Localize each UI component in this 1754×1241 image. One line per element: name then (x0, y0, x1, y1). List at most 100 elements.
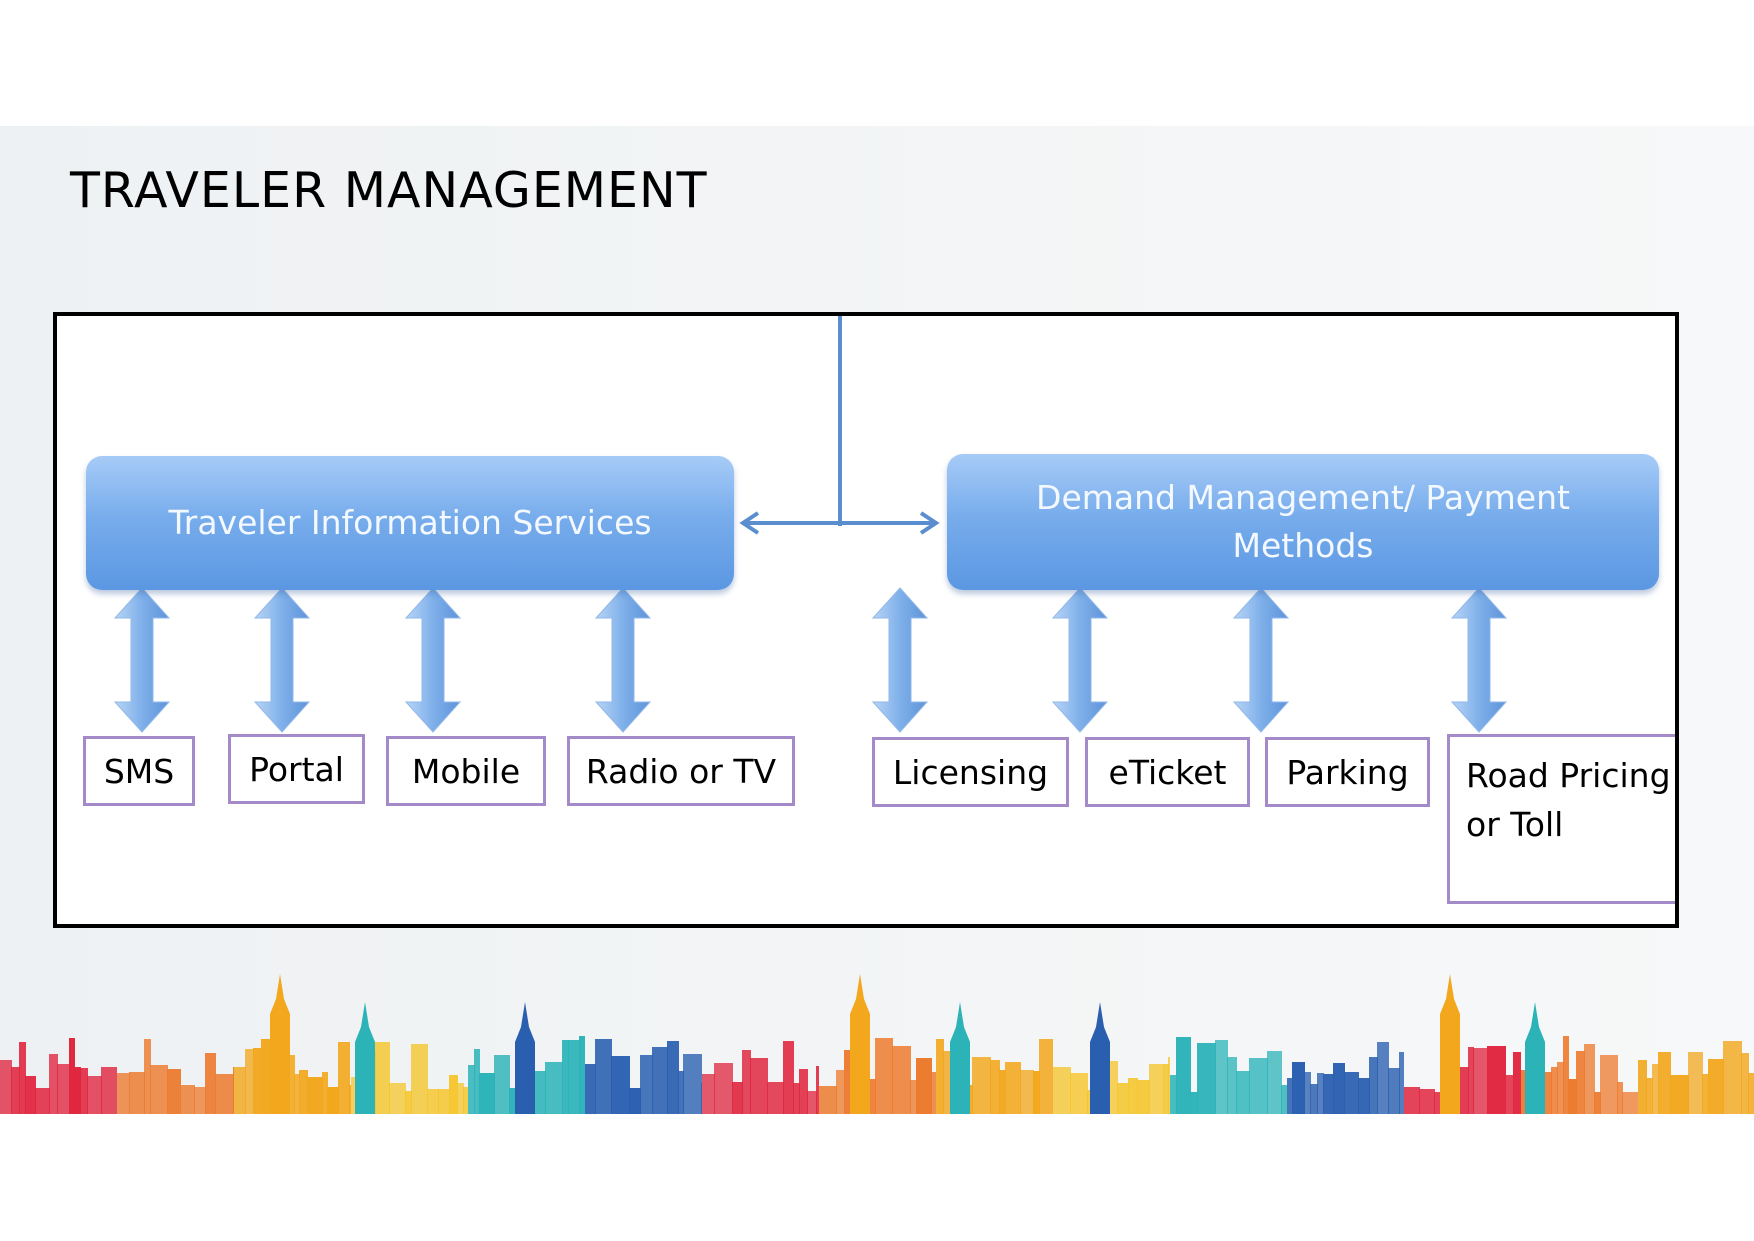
skyline-building (534, 1071, 546, 1114)
skyline-building (327, 1087, 339, 1114)
skyline-building (449, 1075, 458, 1114)
skyline-building (1658, 1052, 1671, 1114)
skyline-building (1419, 1089, 1435, 1114)
skyline-building (819, 1086, 837, 1114)
skyline-building (1563, 1036, 1569, 1114)
traveler-information-services-box: Traveler Information Services (86, 456, 734, 590)
skyline-building (474, 1049, 480, 1114)
skyline-building (1249, 1058, 1268, 1114)
skyline-building (1600, 1055, 1618, 1114)
leaf-portal: Portal (228, 734, 365, 804)
skyline-building (999, 1070, 1006, 1114)
skyline-building (411, 1044, 428, 1114)
skyline-building (892, 1046, 911, 1114)
skyline-building (1369, 1057, 1378, 1114)
double-arrow-radio-or-tv (594, 587, 652, 733)
leaf-radio-or-tv: Radio or TV (567, 736, 795, 806)
skyline-building (611, 1056, 630, 1114)
left-arrowhead (739, 511, 760, 535)
skyline-building (1702, 1074, 1709, 1114)
skyline-building (80, 1068, 88, 1114)
skyline-building (1236, 1071, 1250, 1114)
skyline-building (294, 1074, 300, 1114)
skyline-building (1487, 1046, 1506, 1114)
slide: TRAVELER MANAGEMENT Traveler Information… (0, 126, 1754, 1114)
skyline-building (629, 1088, 641, 1114)
leaf-eticket: eTicket (1085, 737, 1250, 807)
skyline-building (1688, 1052, 1703, 1114)
skyline-building (427, 1089, 439, 1114)
skyline-building (338, 1042, 350, 1114)
skyline-building (562, 1040, 569, 1114)
skyline-building (194, 1087, 206, 1114)
skyline-building (375, 1042, 390, 1114)
skyline-building (1584, 1044, 1595, 1114)
skyline-building (468, 1065, 475, 1114)
skyline-building (1646, 1078, 1653, 1114)
skyline-building (1505, 1075, 1514, 1114)
skyline-building (1638, 1060, 1647, 1114)
skyline-building (509, 1088, 520, 1114)
skyline-building (1005, 1062, 1021, 1114)
skyline-building (1723, 1041, 1742, 1114)
skyline-building (299, 1070, 308, 1114)
skyline-building (714, 1063, 733, 1114)
skyline-building (1168, 1057, 1170, 1114)
skyline-building (750, 1058, 768, 1114)
skyline-building (150, 1065, 168, 1114)
skyline-building (1652, 1064, 1659, 1114)
skyline-building (1317, 1073, 1324, 1114)
skyline-building (807, 1091, 817, 1114)
skyline-building (1388, 1068, 1400, 1114)
skyline-tower (515, 1002, 535, 1114)
skyline-building (1568, 1079, 1577, 1114)
skyline-building (1741, 1053, 1749, 1114)
skyline-building (74, 1067, 81, 1114)
skyline-building (844, 1050, 851, 1114)
skyline-building (215, 1074, 234, 1114)
skyline-building (0, 1060, 12, 1114)
skyline-building (816, 1066, 819, 1114)
skyline-building (101, 1067, 117, 1114)
skyline-building (1190, 1092, 1198, 1114)
skyline-building (701, 1083, 702, 1114)
skyline-building (35, 1088, 50, 1114)
skyline-tower (1090, 1002, 1110, 1114)
skyline-building (117, 1073, 130, 1114)
skyline-building (389, 1083, 406, 1114)
skyline-tower (270, 974, 290, 1114)
skyline-building (910, 1080, 917, 1114)
skyline-building (494, 1055, 510, 1114)
skyline-building (1039, 1039, 1053, 1114)
skyline-building (1333, 1063, 1345, 1114)
skyline-building (1149, 1064, 1164, 1114)
skyline-building (1215, 1040, 1228, 1114)
skyline-building (732, 1082, 743, 1114)
skyline-building (931, 1072, 936, 1114)
skyline-building (799, 1069, 808, 1114)
leaf-licensing: Licensing (872, 737, 1069, 807)
skyline-building (936, 1039, 944, 1114)
skyline-building (1473, 1048, 1488, 1114)
skyline-building (1070, 1073, 1088, 1114)
skyline-building (836, 1070, 845, 1114)
skyline-building (307, 1077, 323, 1114)
right-arrowhead (919, 511, 940, 535)
double-arrow-road-pricing-or-toll (1450, 587, 1508, 733)
skyline-building (1281, 1085, 1287, 1114)
skyline-tower (1525, 1002, 1545, 1114)
skyline-building (1399, 1052, 1404, 1114)
skyline-building (1434, 1092, 1443, 1114)
leaf-road-pricing-or-toll: Road Pricing or Toll (1447, 734, 1675, 904)
skyline-building (568, 1040, 580, 1114)
skyline-building (69, 1038, 75, 1114)
skyline-building (793, 1083, 800, 1114)
skyline-tower (355, 1002, 375, 1114)
city-skyline-banner (0, 974, 1754, 1114)
skyline-building (25, 1076, 36, 1114)
skyline-building (1227, 1057, 1237, 1114)
skyline-building (245, 1049, 254, 1114)
skyline-tower (850, 974, 870, 1114)
skyline-building (1670, 1075, 1689, 1114)
skyline-building (1304, 1072, 1311, 1114)
